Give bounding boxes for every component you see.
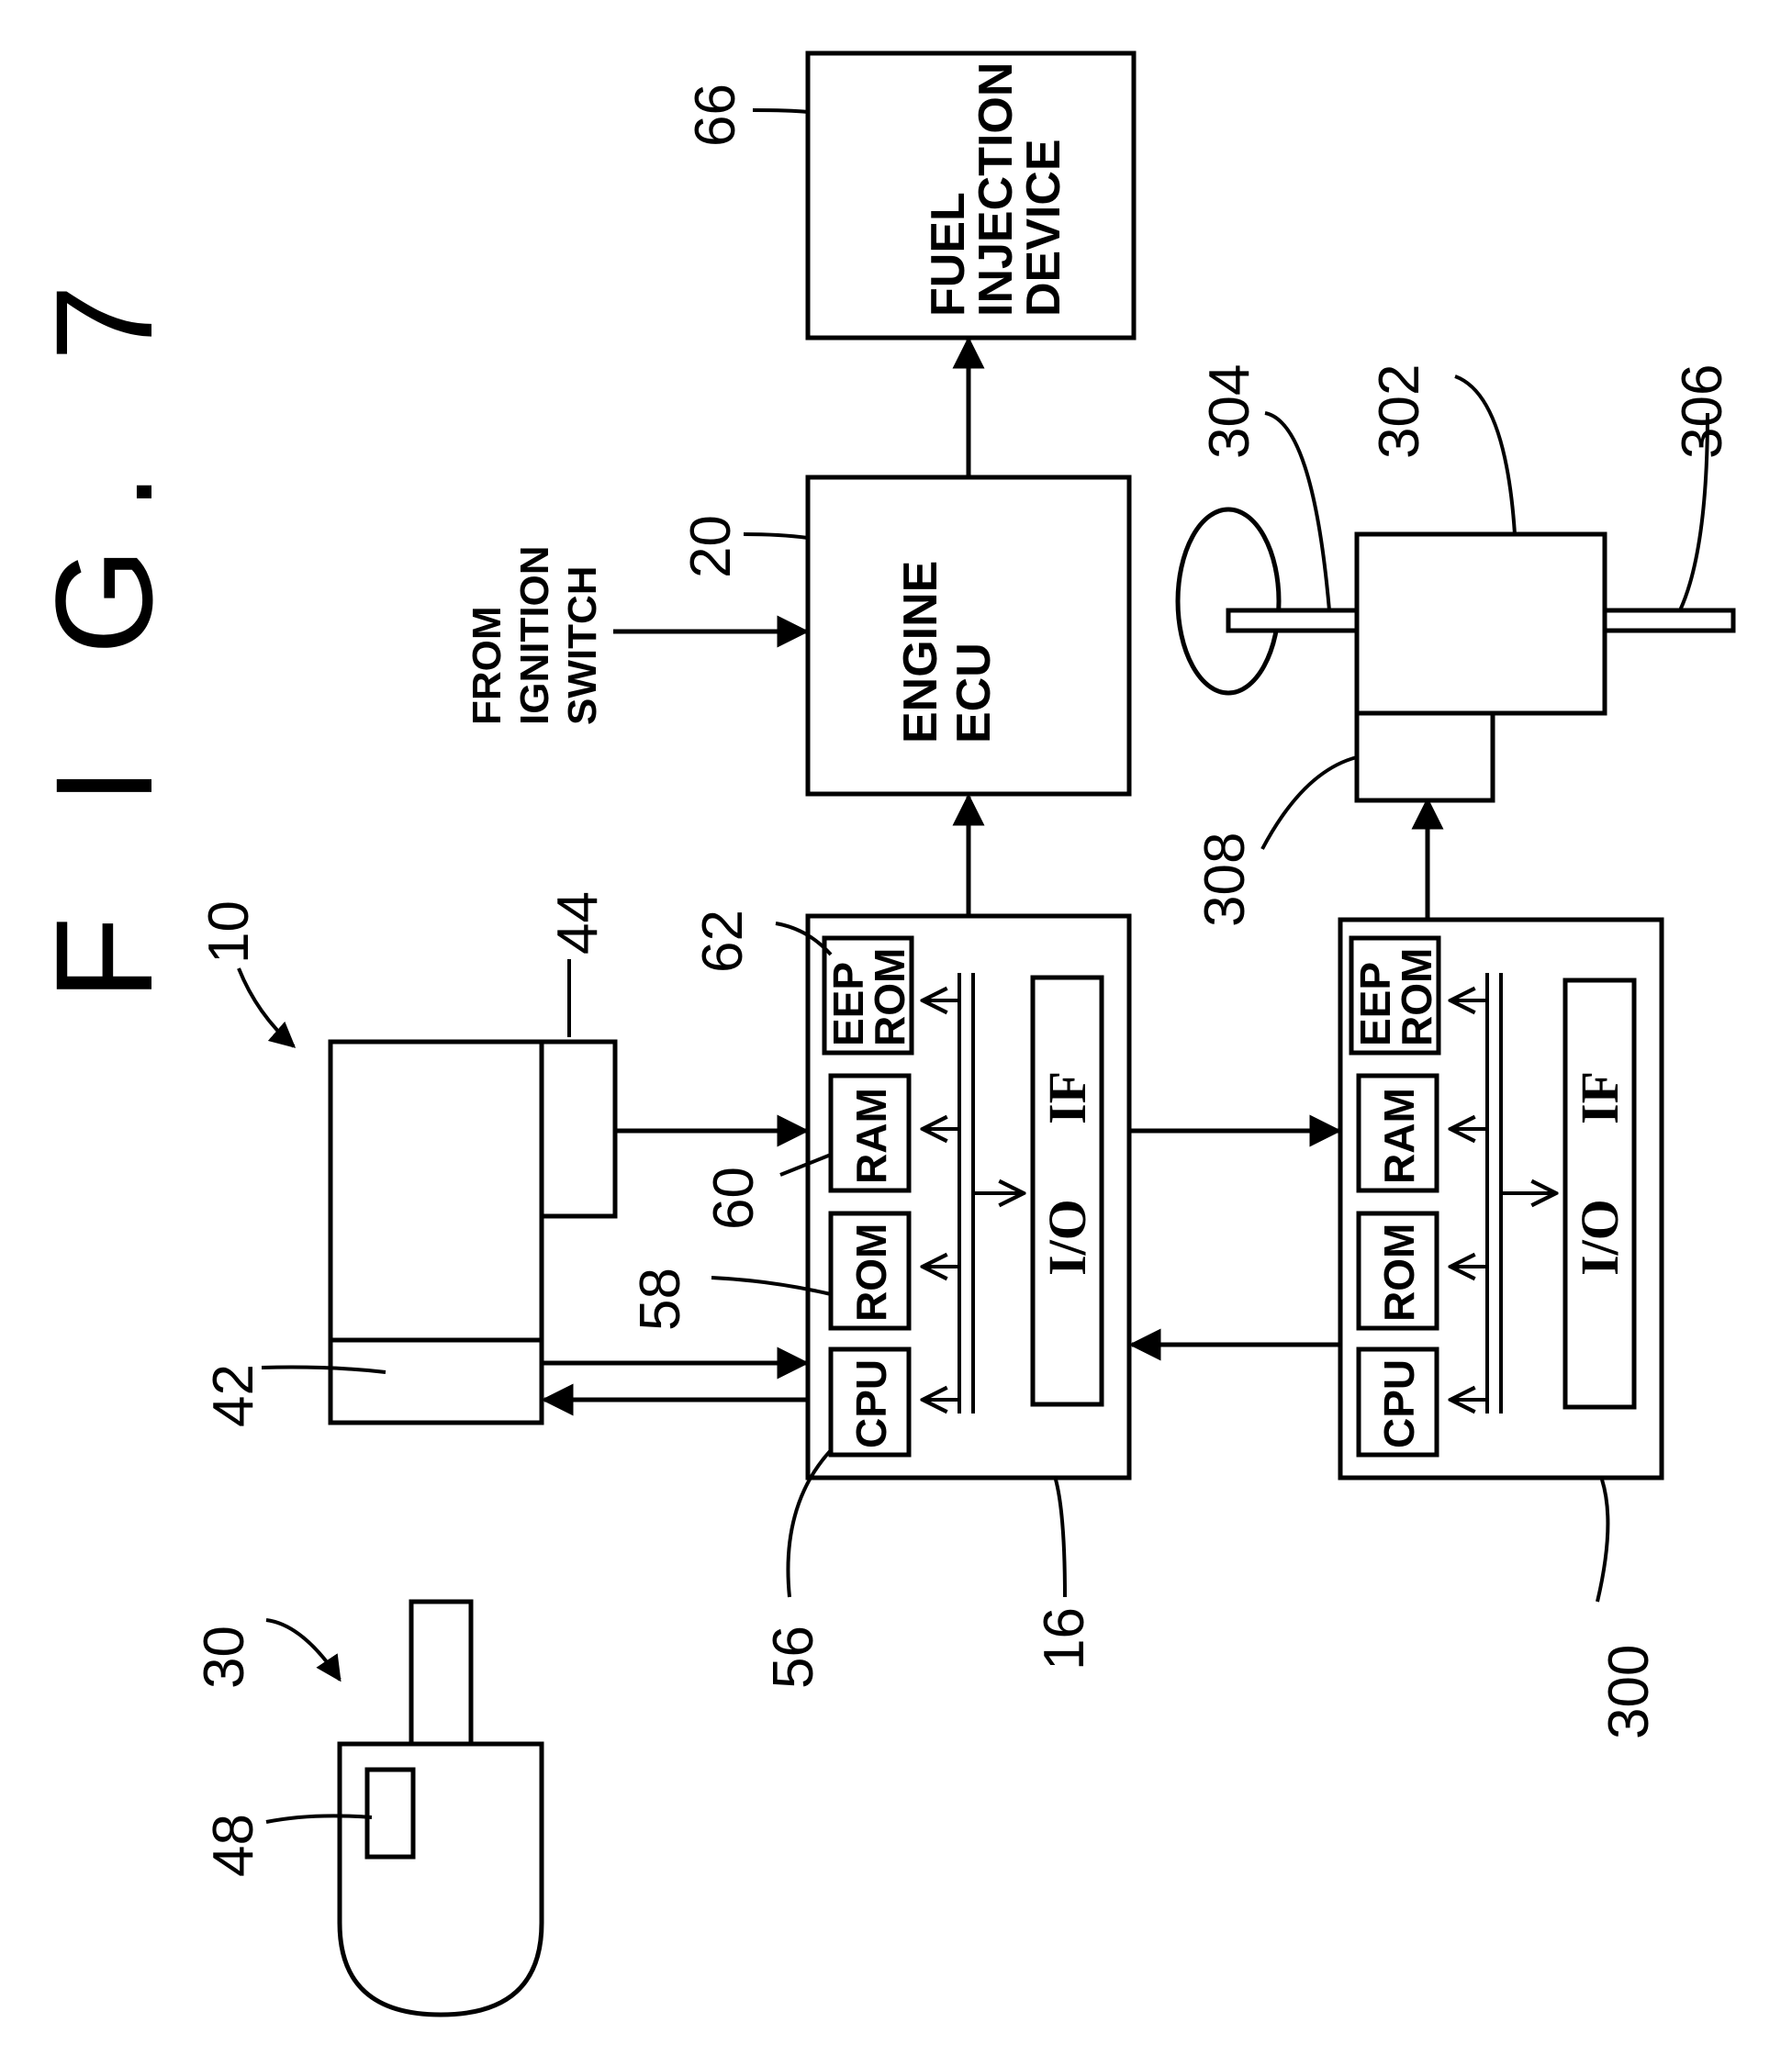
steering-wheel [1178, 509, 1279, 693]
ref-62: 62 [691, 910, 755, 973]
steering-assembly [1178, 509, 1733, 800]
ecu300-ram: RAM [1375, 1088, 1423, 1184]
ecu-16: CPU ROM RAM EEP ROM I/O IF [808, 916, 1129, 1478]
leader-302 [1455, 376, 1515, 534]
ref-42: 42 [202, 1364, 265, 1427]
ecu16-io: I/O [1037, 1199, 1097, 1276]
fuel-injection-device: FUEL INJECTION DEVICE [808, 53, 1134, 338]
part-44 [542, 1042, 615, 1216]
part-48 [367, 1770, 413, 1857]
ref-304: 304 [1198, 364, 1261, 459]
leader-10 [239, 968, 294, 1046]
ref-306: 306 [1671, 364, 1734, 459]
shaft-304 [1228, 610, 1357, 631]
ecu300-cpu: CPU [1375, 1359, 1423, 1448]
leader-30 [266, 1620, 340, 1680]
key-30 [340, 1602, 542, 2015]
ref-48: 48 [202, 1814, 265, 1877]
ecu300-if: IF [1570, 1071, 1630, 1124]
ign-line3: SWITCH [560, 565, 605, 725]
ref-44: 44 [546, 891, 610, 955]
ref-30: 30 [193, 1626, 256, 1689]
ecu300-io-box [1565, 980, 1634, 1407]
device-10 [330, 1042, 615, 1423]
unit-308 [1357, 713, 1493, 800]
shaft-306 [1605, 610, 1733, 631]
ref-302: 302 [1368, 364, 1431, 459]
engine-label-line2: ECU [947, 642, 1001, 743]
ref-10: 10 [197, 900, 261, 964]
figure-title: F I G. 7 [27, 248, 181, 1000]
ref-308: 308 [1193, 832, 1257, 927]
ign-line1: FROM [465, 606, 510, 725]
fuel-label-line1: FUEL [922, 192, 975, 317]
fuel-label-line3: DEVICE [1017, 139, 1070, 317]
unit-302 [1357, 534, 1605, 713]
ecu16-ram: RAM [847, 1088, 895, 1184]
ref-300: 300 [1597, 1645, 1661, 1739]
ref-16: 16 [1033, 1607, 1096, 1670]
engine-ecu-block: ENGINE ECU [808, 477, 1129, 794]
ecu16-eep-rom: ROM [866, 948, 913, 1046]
leader-300 [1597, 1480, 1607, 1602]
ecu300-rom: ROM [1375, 1224, 1423, 1322]
engine-label-line1: ENGINE [894, 561, 947, 743]
leader-16 [1056, 1480, 1065, 1597]
ignition-label: FROM IGNITION SWITCH [465, 545, 605, 725]
ecu16-if: IF [1037, 1071, 1097, 1124]
ign-line2: IGNITION [512, 545, 557, 725]
leader-308 [1262, 757, 1357, 849]
ecu300-eep-rom: ROM [1393, 948, 1440, 1046]
leader-20 [744, 534, 808, 538]
ecu16-io-box [1033, 978, 1102, 1404]
ref-66: 66 [684, 84, 747, 147]
ecu16-rom: ROM [847, 1224, 895, 1322]
ecu-300: CPU ROM RAM EEP ROM I/O IF [1340, 920, 1662, 1478]
ref-56: 56 [762, 1626, 825, 1689]
ref-20: 20 [679, 515, 743, 578]
fuel-label-line2: INJECTION [969, 62, 1023, 317]
ecu300-io: I/O [1570, 1199, 1630, 1276]
ref-60: 60 [702, 1167, 766, 1230]
ecu16-cpu: CPU [847, 1359, 895, 1448]
leader-66 [753, 110, 808, 112]
ref-58: 58 [629, 1268, 692, 1331]
